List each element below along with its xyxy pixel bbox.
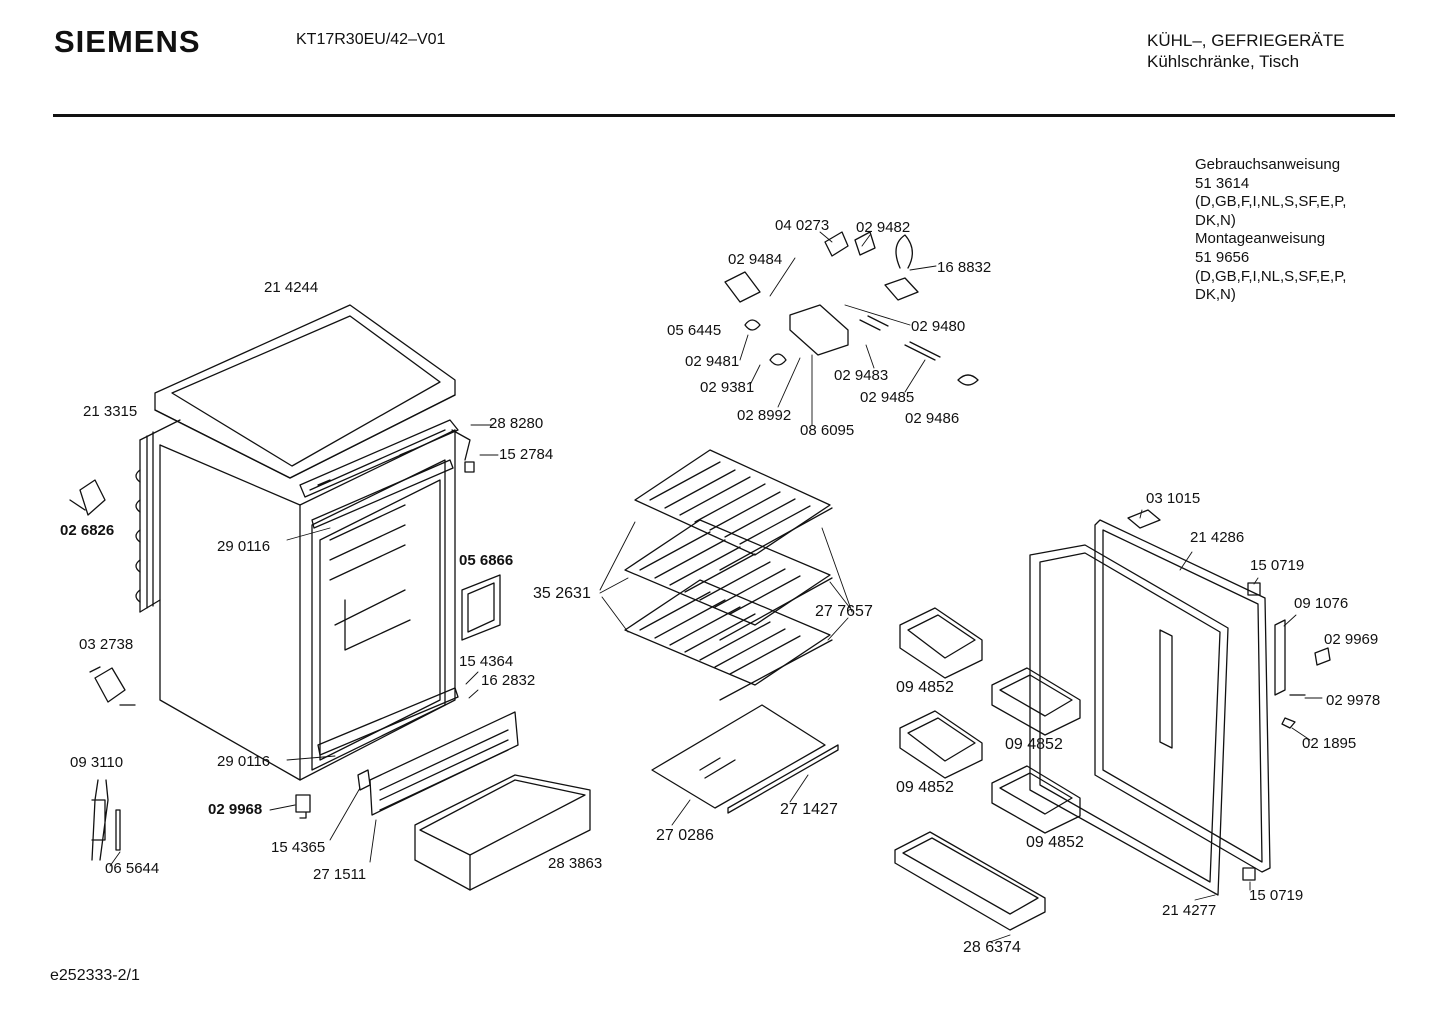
part-label: 02 9482 [856, 219, 911, 236]
rail-bottom [318, 688, 458, 755]
part-label: 28 8280 [489, 415, 544, 432]
hinge-bracket-top [300, 420, 474, 497]
sensor-cable [92, 780, 120, 860]
doc-line: (D,GB,F,I,NL,S,SF,E,P, [1195, 193, 1347, 211]
part-label: 03 2738 [79, 636, 134, 653]
part-label: 16 8832 [937, 259, 992, 276]
document-references: Gebrauchsanweisung 51 3614 (D,GB,F,I,NL,… [1195, 156, 1346, 305]
part-label: 15 2784 [499, 446, 554, 463]
part-label: 02 9968 [208, 801, 263, 818]
part-label: 28 6374 [963, 939, 1021, 956]
part-label: 04 0273 [775, 217, 830, 234]
part-label: 05 6866 [459, 552, 514, 569]
part-label: 02 9484 [728, 251, 783, 268]
part-label: 09 4852 [896, 679, 954, 696]
part-label: 15 4364 [459, 653, 514, 670]
category-subtitle: Kühlschränke, Tisch [1147, 52, 1300, 71]
drawing-id: e252333-2/1 [50, 967, 140, 984]
door-shelf-d [992, 766, 1080, 833]
door-panel [1095, 520, 1270, 872]
part-label: 02 8992 [737, 407, 792, 424]
part-label: 09 1076 [1294, 595, 1349, 612]
part-label: 27 0286 [656, 827, 714, 844]
rail-top [312, 460, 453, 528]
door-shelf-a [900, 608, 982, 678]
lamp-holder [90, 667, 135, 705]
part-label: 02 9381 [700, 379, 755, 396]
part-label: 15 4365 [271, 839, 326, 856]
part-label: 09 3110 [70, 754, 124, 771]
model-number: KT17R30EU/42–V01 [296, 31, 446, 48]
part-label: 02 9486 [905, 410, 960, 427]
doc-line: DK,N) [1195, 211, 1236, 229]
part-label: 27 1511 [313, 866, 367, 883]
doc-line: 51 3614 [1195, 174, 1250, 192]
part-label: 09 4852 [896, 779, 954, 796]
cover-plate [462, 575, 500, 640]
wire-shelf-3 [625, 580, 830, 685]
crisper-drawer [415, 775, 590, 890]
door-hinges [1243, 583, 1330, 880]
part-label: 09 4852 [1026, 834, 1084, 851]
door-badge [1128, 510, 1160, 528]
category-title: KÜHL–, GEFRIEGERÄTE [1147, 31, 1345, 50]
part-label: 21 4277 [1162, 902, 1217, 919]
wire-shelf-1 [635, 450, 830, 555]
part-label: 02 9485 [860, 389, 915, 406]
bottle-shelf [895, 832, 1045, 930]
part-label: 08 6095 [800, 422, 855, 439]
part-label: 27 7657 [815, 603, 873, 620]
leader-lines [110, 232, 1322, 942]
part-label: 28 3863 [548, 855, 603, 872]
part-label: 29 0116 [217, 753, 271, 770]
door-gasket [1030, 545, 1228, 895]
thermostat-assembly [725, 232, 978, 385]
part-label: 09 4852 [1005, 736, 1063, 753]
part-label: 02 9483 [834, 367, 889, 384]
part-label: 05 6445 [667, 322, 722, 339]
part-label: 35 2631 [533, 585, 591, 602]
worktop-cover [155, 305, 455, 478]
doc-line: Gebrauchsanweisung [1195, 156, 1341, 173]
doc-line: (D,GB,F,I,NL,S,SF,E,P, [1195, 267, 1347, 285]
doc-line: 51 9656 [1195, 248, 1250, 266]
part-label: 02 1895 [1302, 735, 1357, 752]
doc-line: DK,N) [1195, 286, 1236, 304]
door-shelf-c [900, 711, 982, 778]
part-label: 15 0719 [1249, 887, 1304, 904]
part-label: 29 0116 [217, 538, 271, 555]
brand-logo: SIEMENS [54, 24, 201, 59]
door-shelf-b [992, 668, 1080, 735]
part-label: 02 6826 [60, 522, 115, 539]
condenser-coil [136, 420, 180, 612]
part-label: 03 1015 [1146, 490, 1201, 507]
part-label: 06 5644 [105, 860, 160, 877]
part-label: 16 2832 [481, 672, 536, 689]
part-label: 02 9480 [911, 318, 966, 335]
glass-shelf [652, 705, 838, 813]
part-label: 02 9481 [685, 353, 740, 370]
shelf-trim-strips [720, 508, 832, 700]
cabinet-body [160, 430, 455, 780]
header-rule [53, 114, 1395, 117]
part-label: 27 1427 [780, 801, 838, 818]
part-label: 02 9969 [1324, 631, 1379, 648]
doc-line: Montageanweisung [1195, 230, 1326, 248]
foot-screw [296, 795, 310, 818]
part-label: 21 3315 [83, 403, 138, 420]
part-label: 21 4244 [264, 279, 319, 296]
part-label: 15 0719 [1250, 557, 1305, 574]
ventilation-grille [358, 712, 518, 815]
part-label: 02 9978 [1326, 692, 1381, 709]
part-label: 21 4286 [1190, 529, 1245, 546]
light-switch-part [70, 480, 105, 515]
